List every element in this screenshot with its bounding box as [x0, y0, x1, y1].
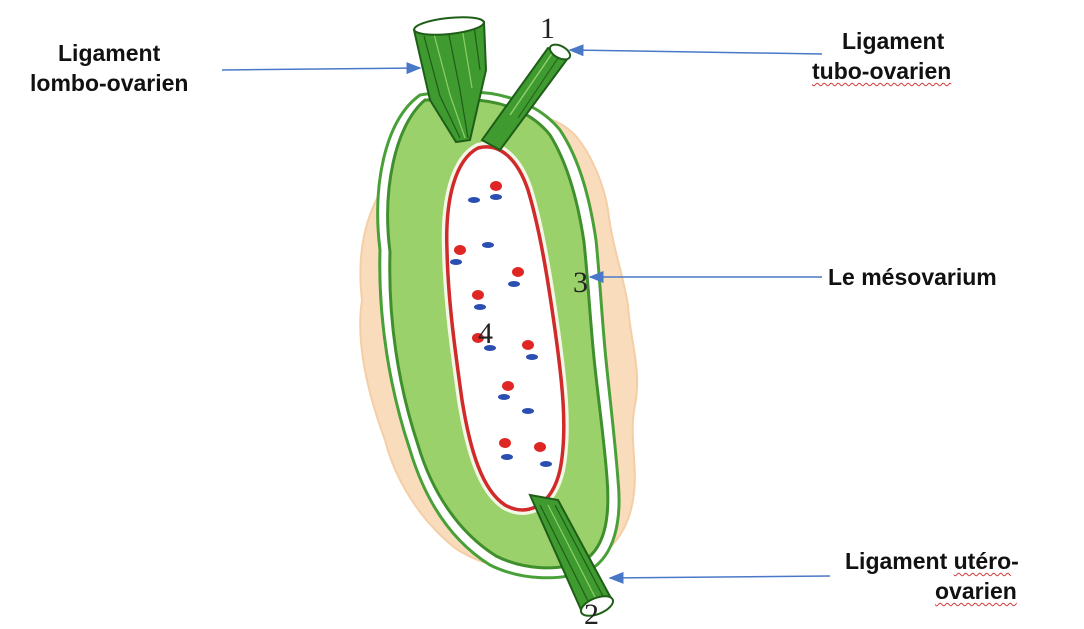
label-utero-ovarien: Ligament utéro- ovarien	[845, 546, 1019, 606]
label-mesovarium: Le mésovarium	[828, 262, 997, 292]
arrow-utero-ovarien	[610, 576, 830, 578]
label-utero-line1-a: Ligament	[845, 548, 954, 574]
number-1: 1	[540, 12, 555, 45]
arrow-tubo-ovarien	[570, 50, 822, 54]
label-lombo-ovarien: Ligament lombo-ovarien	[30, 38, 188, 98]
number-4: 4	[478, 317, 493, 350]
label-tubo-ovarien: Ligament tubo-ovarien	[812, 26, 951, 86]
label-utero-line1-c: -	[1011, 548, 1019, 574]
number-2: 2	[584, 598, 599, 624]
label-lombo-line2: lombo-ovarien	[30, 68, 188, 98]
label-utero-line1-b: utéro	[954, 548, 1012, 574]
number-3: 3	[573, 266, 588, 299]
label-lombo-line1: Ligament	[30, 38, 188, 68]
arrow-lombo-ovarien	[222, 68, 420, 70]
label-tubo-line1: Ligament	[812, 26, 951, 56]
label-tubo-line2: tubo-ovarien	[812, 58, 951, 84]
label-utero-line2: ovarien	[935, 578, 1017, 604]
